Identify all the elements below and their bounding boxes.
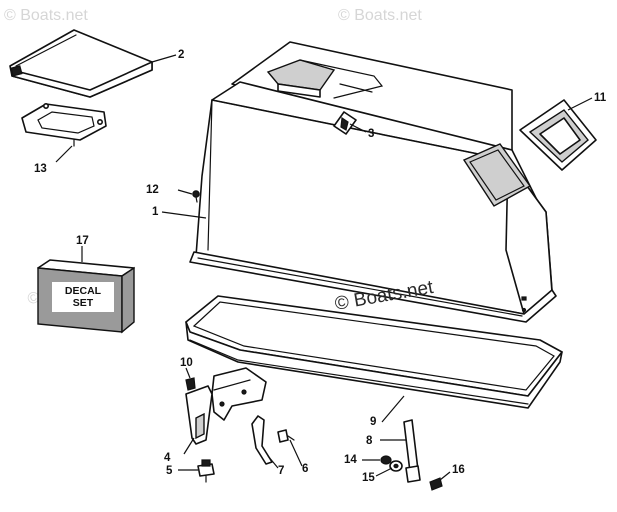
part-12-screw <box>192 190 200 203</box>
part-9-lower-seal <box>185 295 563 409</box>
part-4-bracket <box>185 367 267 445</box>
callout-17: 17 <box>76 235 89 247</box>
callout-3: 3 <box>368 128 374 140</box>
watermark-faint-top-left: © Boats.net <box>4 7 88 24</box>
part-6-bolt <box>277 429 295 443</box>
callout-labels: 2 13 3 11 12 1 17 10 4 5 7 6 8 9 14 15 1… <box>34 49 607 484</box>
part-14-15-nut-washer <box>380 455 403 472</box>
part-1-engine-cover <box>189 41 557 323</box>
decal-label-line2: SET <box>73 297 94 309</box>
part-17-decal-set: DECAL SET <box>37 259 135 334</box>
callout-1: 1 <box>152 206 159 218</box>
callout-11: 11 <box>594 92 607 104</box>
decal-label-line1: DECAL <box>65 285 102 297</box>
callout-4: 4 <box>164 452 171 464</box>
callout-5: 5 <box>166 465 173 477</box>
callout-8: 8 <box>366 435 373 447</box>
callout-7: 7 <box>278 465 284 477</box>
callout-6: 6 <box>302 463 308 475</box>
part-3-badge <box>333 111 357 135</box>
part-13-seal-bezel <box>21 103 107 147</box>
part-11-window-grille <box>519 99 597 171</box>
part-8-latch-rod <box>403 419 421 483</box>
callout-13: 13 <box>34 163 47 175</box>
part-10-clip <box>185 377 196 391</box>
callout-12: 12 <box>146 184 159 196</box>
leader-lines <box>55 54 593 481</box>
callout-10: 10 <box>180 357 193 369</box>
part-7-strap <box>251 415 273 465</box>
callout-15: 15 <box>362 472 375 484</box>
part-2-top-access-cover <box>9 29 153 98</box>
watermark-faint-top-center: © Boats.net <box>338 7 422 24</box>
callout-9: 9 <box>370 416 376 428</box>
callout-16: 16 <box>452 464 465 476</box>
part-16-screw <box>429 477 443 491</box>
callout-14: 14 <box>344 454 357 466</box>
part-5-grommet <box>197 459 215 483</box>
callout-2: 2 <box>178 49 184 61</box>
